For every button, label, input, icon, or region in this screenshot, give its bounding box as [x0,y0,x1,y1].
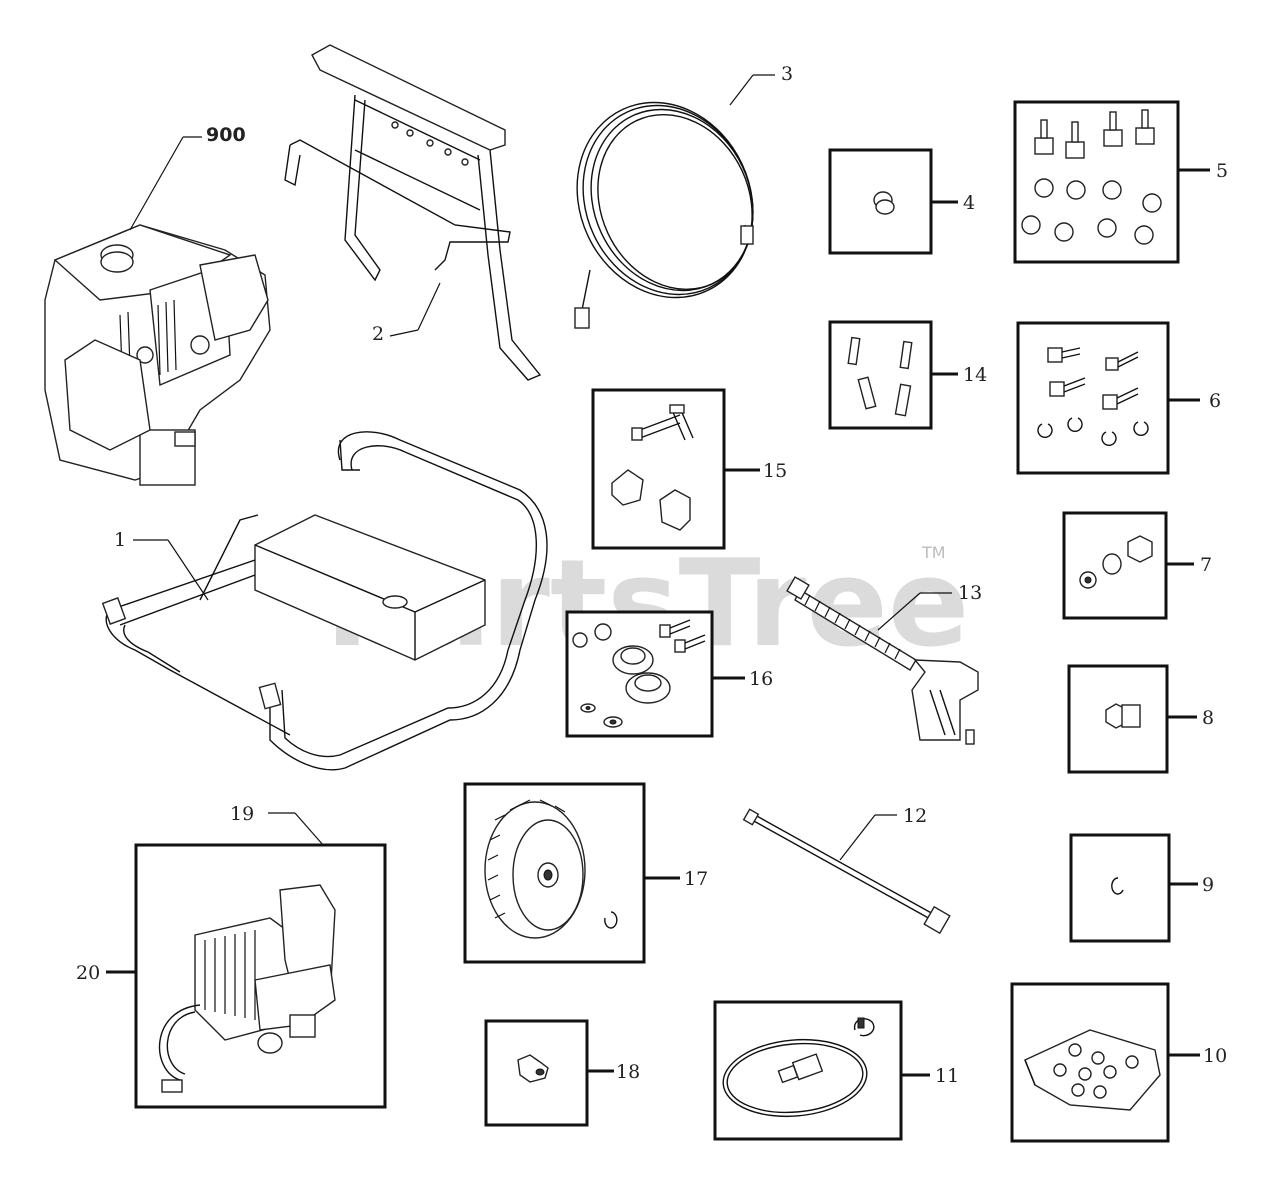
callout-900: 900 [206,124,246,146]
part-900-engine[interactable] [44,224,271,486]
part-4-box[interactable] [828,148,933,255]
callout-10: 10 [1203,1045,1227,1067]
part-7-box[interactable] [1062,511,1168,620]
part-13-spray-gun[interactable] [786,576,979,745]
part-14-box[interactable] [828,320,933,430]
part-16-box[interactable] [565,610,714,738]
callout-19: 19 [230,803,254,825]
callout-4: 4 [963,192,975,214]
callout-2: 2 [372,323,384,345]
part-2-handle[interactable] [284,44,542,381]
callout-5: 5 [1216,160,1228,182]
part-8-box[interactable] [1067,664,1169,774]
callout-1: 1 [114,529,126,551]
part-3-hose[interactable] [546,73,785,329]
part-18-box[interactable] [484,1019,589,1127]
callout-17: 17 [684,868,708,890]
callout-15: 15 [763,460,787,482]
callout-13: 13 [958,582,982,604]
callout-20: 20 [76,962,100,984]
callout-12: 12 [903,805,927,827]
part-15-box[interactable] [591,388,726,550]
callout-18: 18 [616,1061,640,1083]
part-10-box[interactable] [1010,982,1170,1143]
callout-8: 8 [1202,707,1214,729]
callout-6: 6 [1209,390,1221,412]
part-11-box[interactable] [713,1000,903,1141]
part-6-box[interactable] [1016,321,1170,475]
part-17-box[interactable] [463,782,646,964]
part-9-box[interactable] [1069,833,1171,943]
callout-3: 3 [781,63,793,85]
callout-16: 16 [749,668,773,690]
part-1-frame[interactable] [101,431,548,771]
part-12-lance[interactable] [742,808,951,935]
part-5-box[interactable] [1013,100,1180,264]
callout-7: 7 [1200,554,1212,576]
callout-14: 14 [963,364,987,386]
part-20-box[interactable] [134,843,387,1109]
watermark-tm: TM [921,543,946,562]
callout-9: 9 [1202,874,1214,896]
callout-11: 11 [935,1065,959,1087]
